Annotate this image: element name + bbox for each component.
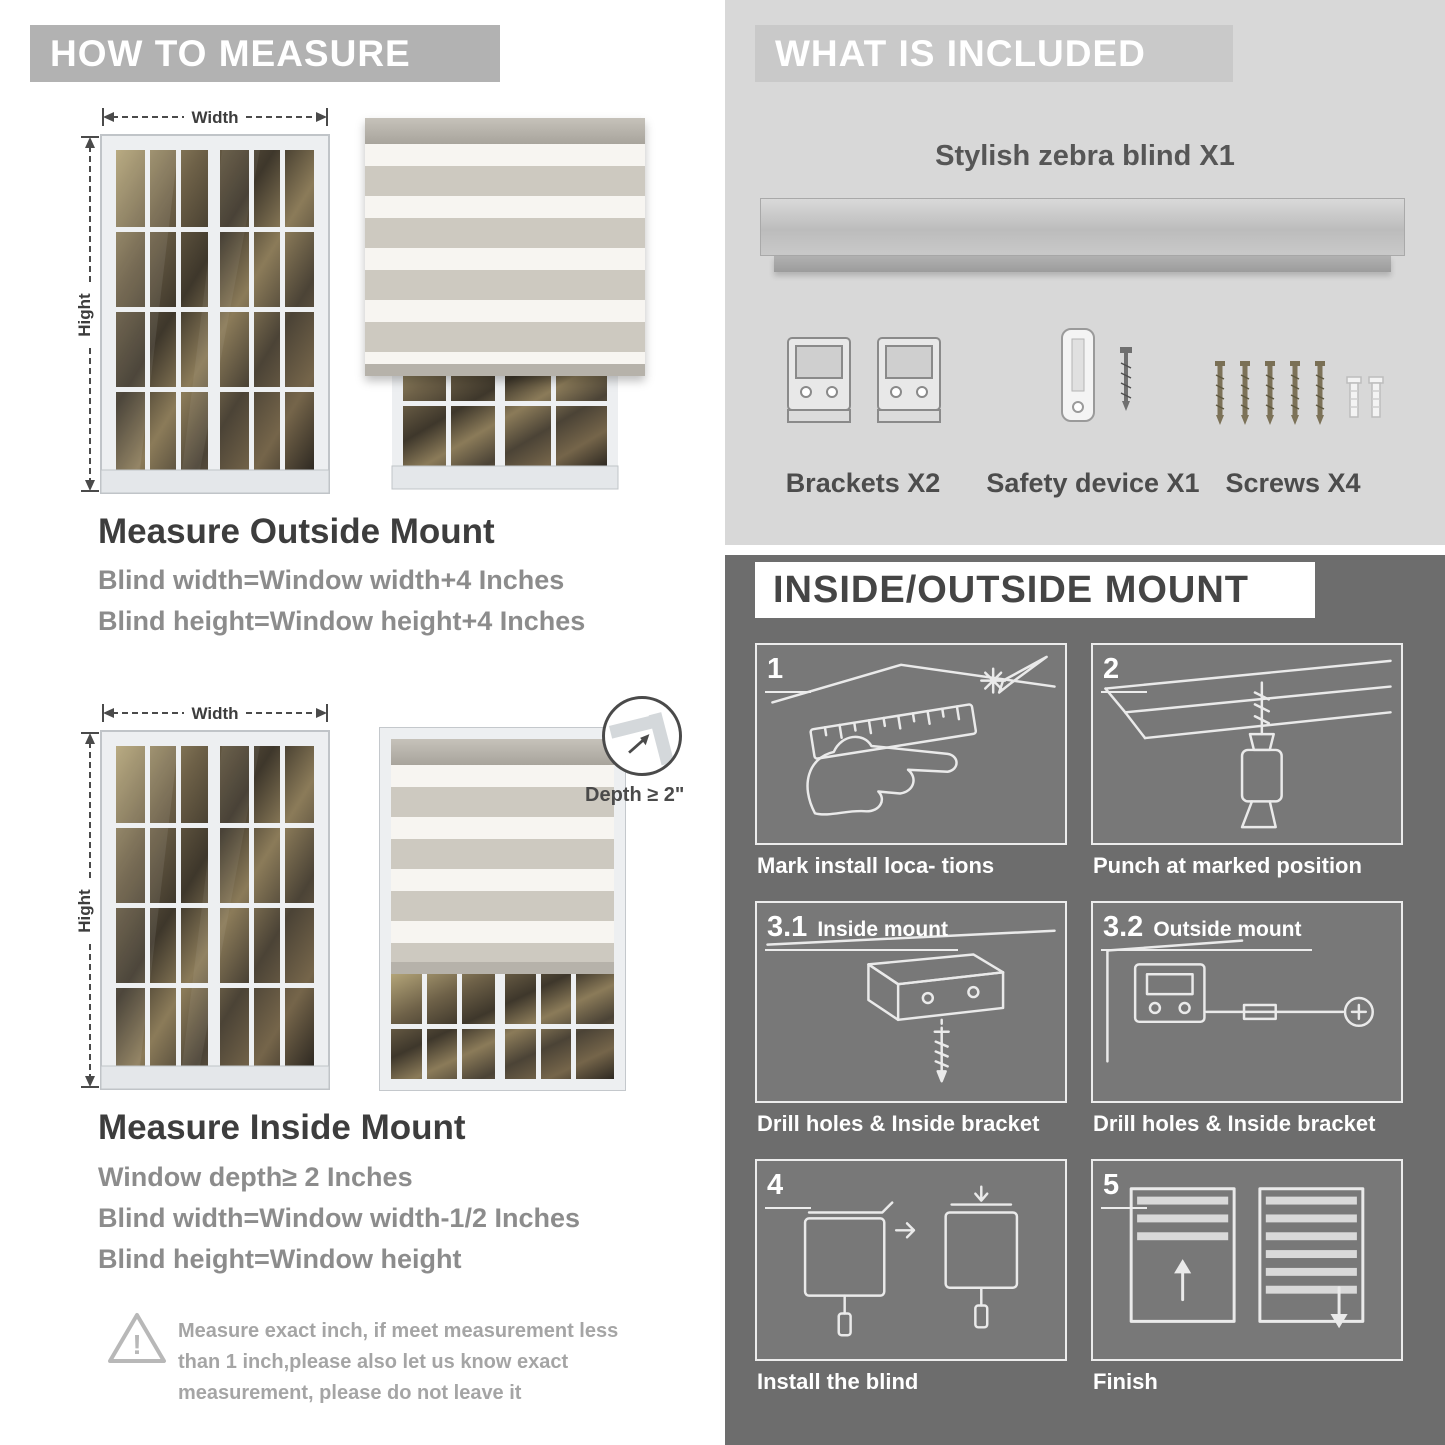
step-5-caption: Finish: [1093, 1369, 1158, 1394]
what-is-included-header: WHAT IS INCLUDED: [755, 25, 1233, 82]
blind-stripes: [365, 144, 645, 364]
how-to-measure-header: HOW TO MEASURE: [30, 25, 500, 82]
headrail-lip: [774, 256, 1391, 272]
outside-mount-title: Measure Outside Mount: [98, 512, 495, 551]
step-number: 3.1: [767, 911, 808, 943]
height-arrow: Hight: [78, 732, 99, 1088]
headrail-bar: [760, 198, 1405, 256]
zebra-blind-illustration-inside: [379, 727, 626, 1091]
install-blind-illustration: [803, 1185, 1019, 1337]
step-4-panel: 4: [755, 1159, 1067, 1361]
inside-mount-line-1: Window depth≥ 2 Inches: [98, 1162, 413, 1192]
width-arrow: Width: [102, 108, 328, 127]
mark-locations-illustration: [771, 655, 1056, 816]
window-panes-peek: [391, 974, 614, 1079]
blind-cassette: [391, 739, 614, 765]
step-5-panel: 5: [1091, 1159, 1403, 1361]
width-arrow-label: Width: [191, 704, 238, 723]
step-3-2: 3.2 Outside mount: [1091, 901, 1403, 1139]
inside-bracket-illustration: [766, 929, 1056, 1083]
installation-steps-grid: 1 Mark inst: [755, 643, 1403, 1397]
blind-bottom-rail: [365, 364, 645, 376]
screws-illustration: [1215, 361, 1384, 425]
safety-device-illustration: [1061, 328, 1132, 422]
step-number: 1: [767, 653, 784, 685]
step-3-1: 3.1 Inside mount: [755, 901, 1067, 1139]
step-mount-type-label: Inside mount: [817, 918, 948, 941]
brackets-label: Brackets X2: [785, 468, 941, 498]
depth-detail-magnifier-icon: [602, 696, 682, 776]
warning-exclamation-glyph: !: [132, 1329, 141, 1360]
outside-bracket-illustration: [1106, 939, 1374, 1063]
step-5: 5: [1091, 1159, 1403, 1397]
inside-mount-line-3: Blind height=Window height: [98, 1244, 462, 1274]
step-1-caption: Mark install loca- tions: [757, 853, 995, 878]
window-illustration-inside: [100, 730, 330, 1090]
screws-label: Screws X4: [1225, 468, 1361, 498]
blind-headrail-illustration: [760, 198, 1405, 278]
zebra-blind-panel: [365, 118, 645, 376]
blind-bottom-rail: [391, 962, 614, 974]
height-arrow: Hight: [78, 136, 99, 492]
step-1: 1 Mark inst: [755, 643, 1067, 881]
zebra-blind-illustration-outside: [365, 118, 645, 490]
warning-triangle-icon: !: [108, 1313, 166, 1363]
inside-mount-line-2: Blind width=Window width-1/2 Inches: [98, 1203, 581, 1233]
outside-mount-line-1: Blind width=Window width+4 Inches: [98, 565, 565, 595]
step-number: 5: [1103, 1169, 1120, 1201]
what-is-included-section: WHAT IS INCLUDED Stylish zebra blind X1: [725, 0, 1445, 545]
measurement-note: Measure exact inch, if meet measurement …: [178, 1320, 619, 1404]
height-arrow-label: Hight: [78, 293, 94, 337]
brackets-illustration: [787, 337, 941, 423]
finish-illustration: [1129, 1187, 1365, 1329]
zebra-blind-item-label: Stylish zebra blind X1: [935, 140, 1235, 172]
height-arrow-label: Hight: [78, 889, 94, 933]
step-2-caption: Punch at marked position: [1093, 853, 1362, 878]
step-4-caption: Install the blind: [757, 1369, 919, 1394]
step-3-2-panel: 3.2 Outside mount: [1091, 901, 1403, 1103]
step-number: 3.2: [1103, 911, 1144, 943]
window-illustration-outside: [100, 134, 330, 494]
step-3-1-panel: 3.1 Inside mount: [755, 901, 1067, 1103]
inside-mount-title: Measure Inside Mount: [98, 1108, 466, 1147]
step-2: 2: [1091, 643, 1403, 881]
width-arrow-label: Width: [191, 108, 238, 127]
step-number: 2: [1103, 653, 1120, 685]
blind-stripes: [391, 765, 614, 962]
step-number: 4: [767, 1169, 784, 1201]
step-3-2-caption: Drill holes & Inside bracket: [1093, 1111, 1376, 1136]
depth-requirement-label: Depth ≥ 2": [585, 784, 685, 806]
outside-mount-line-2: Blind height=Window height+4 Inches: [98, 606, 586, 636]
mount-instructions-section: INSIDE/OUTSIDE MOUNT 1: [725, 555, 1445, 1445]
safety-device-label: Safety device X1: [986, 468, 1200, 498]
step-3-1-caption: Drill holes & Inside bracket: [757, 1111, 1040, 1136]
step-4: 4: [755, 1159, 1067, 1397]
step-mount-type-label: Outside mount: [1153, 918, 1302, 941]
blind-cassette: [365, 118, 645, 144]
step-2-panel: 2: [1091, 643, 1403, 845]
step-1-panel: 1: [755, 643, 1067, 845]
width-arrow: Width: [102, 704, 328, 723]
zebra-blind-panel: [391, 739, 614, 974]
mount-section-header: INSIDE/OUTSIDE MOUNT: [755, 562, 1315, 618]
drill-illustration: [1104, 659, 1392, 829]
